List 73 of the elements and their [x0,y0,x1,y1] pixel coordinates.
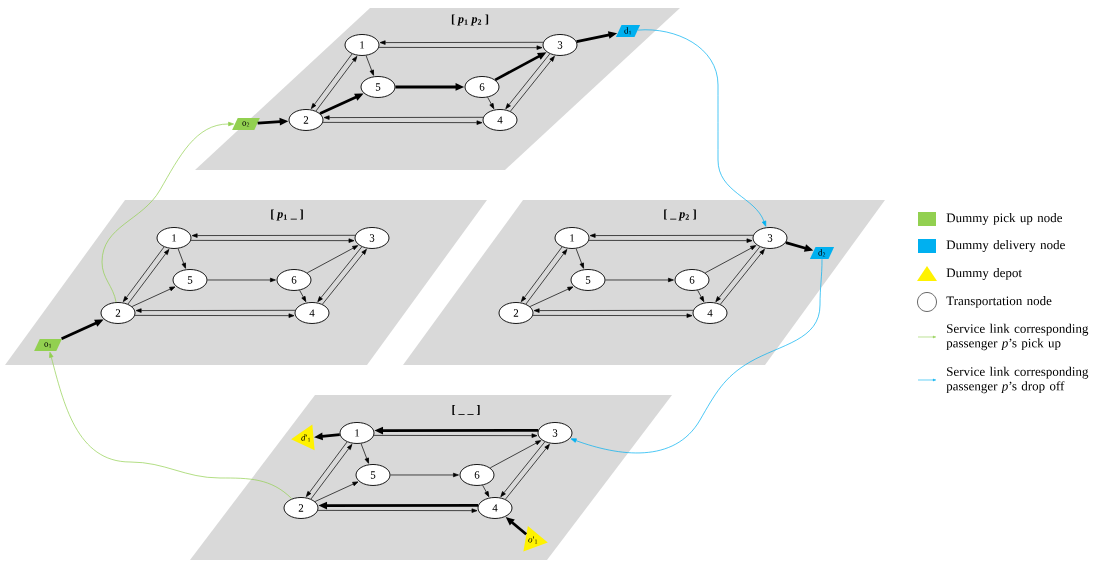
arrow [533,308,694,313]
transportation-node: 5 [355,464,391,486]
arrow [131,286,176,307]
legend-label: Transportation node [946,296,1052,308]
arrow [704,245,757,274]
transportation-node: 1 [344,34,380,56]
service-link-arrow [570,258,823,454]
transportation-node: 6 [459,464,495,486]
depot-triangle: d′$_{1}$ [291,424,315,451]
transportation-node: 4 [482,109,518,131]
arrow [482,485,490,498]
transportation-node: 3 [537,422,573,444]
arrow [299,290,307,303]
transportation-node: 1 [156,227,192,249]
transportation-node: 5 [172,269,208,291]
service-link-arrow [637,29,767,227]
arrow [373,433,538,438]
transportation-node: 3 [354,227,390,249]
transportation-node: 1 [554,227,590,249]
arrow [322,120,483,125]
arrow [134,313,295,318]
transportation-node: 6 [276,269,312,291]
node-label: [ _ p$_{2}$ ] [664,209,696,221]
transportation-node: 4 [692,302,728,324]
depot-triangle: o′$_{1}$ [523,525,548,552]
transportation-node: 6 [674,269,710,291]
transportation-node: 2 [288,109,324,131]
arrow [323,115,484,120]
transportation-node: 4 [294,302,330,324]
service-link-arrow [101,121,234,303]
arrow [314,481,359,502]
arrow [489,440,542,469]
arrow [317,508,478,513]
arrow [697,290,705,303]
arrow [379,40,544,45]
arrow [529,286,574,307]
node-label: [ p$_{1}$ _ ] [271,209,303,221]
transportation-node: 4 [477,497,513,519]
arrow [135,308,296,313]
transportation-node: 2 [283,497,319,519]
transportation-node: 2 [100,302,136,324]
arrow [588,238,753,243]
pick-up-node: o$_{2}$ [232,118,260,130]
transportation-node: 2 [498,302,534,324]
arrow [605,277,674,283]
arrow [487,97,495,110]
pick-up-node: o$_{1}$ [34,339,62,351]
delivery-node: d$_{2}$ [809,247,835,259]
arrow [177,248,186,269]
arrow [207,277,276,283]
delivery-node: d$_{1}$ [615,25,641,37]
legend-label: Dummy depot [946,268,1022,280]
arrow [360,443,369,464]
arrow [378,45,543,50]
transportation-node: 6 [464,76,500,98]
arrow [589,233,754,238]
arrow [532,313,693,318]
transportation-node: 5 [360,76,396,98]
arrow [191,233,356,238]
arrow [306,245,359,274]
legend-label: Service link corresponding passenger p’s pick up [946,323,1089,351]
transportation-node: 1 [339,422,375,444]
arrow [390,472,459,478]
service-link-arrow [49,351,293,500]
arrow [575,248,584,269]
arrow [190,238,355,243]
transportation-node: 3 [752,227,788,249]
transportation-node: 5 [570,269,606,291]
transportation-node: 3 [542,34,578,56]
legend-label: Service link corresponding passenger p’s drop off [946,366,1089,394]
legend-label: Dummy pick up node [946,213,1062,225]
arrow [365,55,374,76]
legend-label: Dummy delivery node [946,240,1065,252]
